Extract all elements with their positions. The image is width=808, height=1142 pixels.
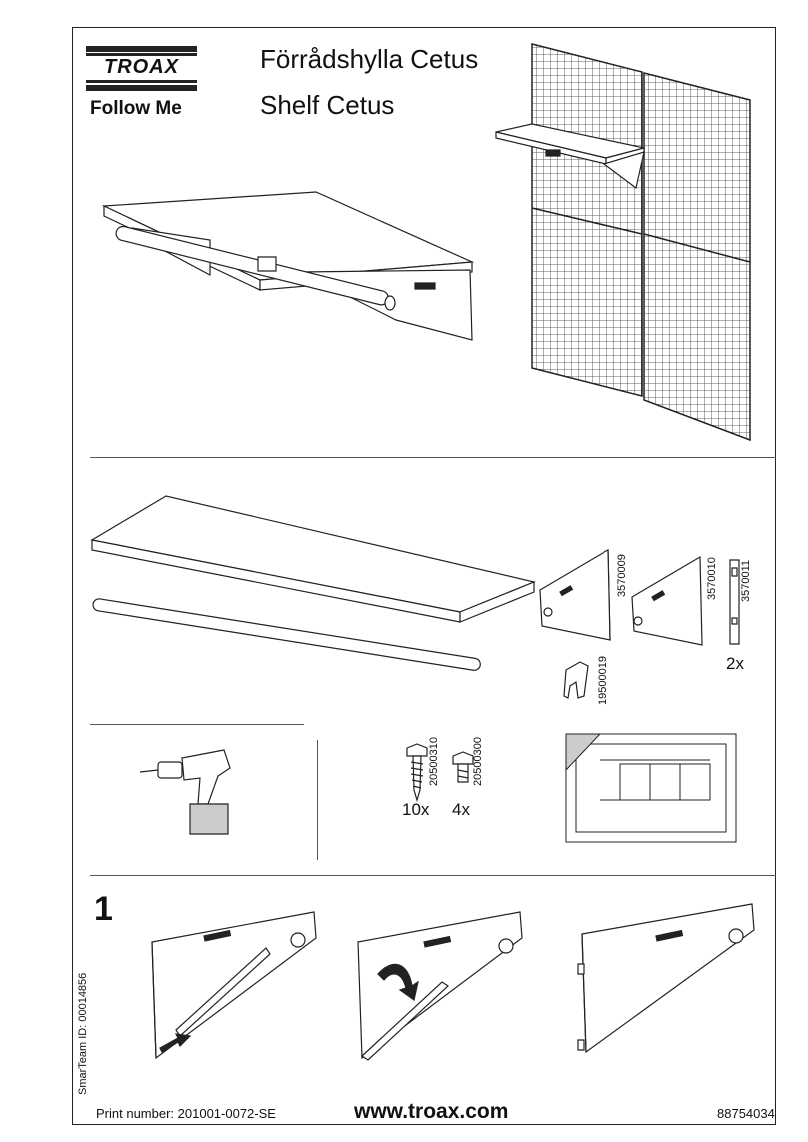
tools-divider (90, 724, 304, 725)
logo-bar-top (86, 46, 197, 52)
section-divider-top (90, 457, 776, 458)
plan-document-illustration (560, 730, 740, 845)
print-number: Print number: 201001-0072-SE (96, 1106, 276, 1121)
step1-bracket-b-illustration (352, 908, 532, 1068)
step1-bracket-c-illustration (576, 900, 766, 1060)
website-link[interactable]: www.troax.com (354, 1100, 509, 1123)
page-border (72, 27, 776, 1125)
hanger-quantity: 2x (726, 654, 744, 673)
screw-short-quantity: 4x (452, 800, 470, 819)
logo-bar-bottom (86, 85, 197, 91)
part-number-hook: 19500019 (597, 656, 609, 705)
drill-icon (138, 742, 248, 842)
title-swedish: Förrådshylla Cetus (260, 44, 479, 74)
hook-illustration (562, 660, 590, 700)
step1-bracket-a-illustration (146, 908, 326, 1068)
part-number-screw-short: 20500300 (472, 737, 484, 786)
mesh-wall-illustration (494, 40, 764, 440)
screw-short-icon (450, 750, 476, 786)
part-number-screw-long: 20500310 (428, 737, 440, 786)
part-number-bracket-left: 3570009 (616, 554, 628, 597)
bracket-left-illustration (538, 548, 618, 648)
step-number: 1 (94, 890, 113, 928)
shelf-board-illustration (88, 490, 538, 690)
part-number-hanger: 3570011 (740, 559, 752, 602)
shelf-assembly-illustration (100, 180, 480, 360)
screw-long-quantity: 10x (402, 800, 430, 819)
hanger-illustration (728, 558, 742, 648)
bracket-right-illustration (630, 555, 710, 655)
tagline: Follow Me (90, 98, 182, 119)
screw-long-icon (404, 742, 430, 802)
part-number-bracket-right: 3570010 (706, 557, 718, 600)
title-english: Shelf Cetus (260, 90, 395, 120)
logo-bar-top-thin (86, 53, 197, 56)
smarteam-id: SmarTeam ID: 00014856 (77, 972, 89, 1095)
document-number: 88754034 (717, 1106, 775, 1121)
logo-text: TROAX (104, 56, 179, 78)
logo-bar-bottom-thin (86, 80, 197, 83)
section-divider-step (90, 875, 776, 876)
tools-vertical-divider (317, 740, 318, 860)
